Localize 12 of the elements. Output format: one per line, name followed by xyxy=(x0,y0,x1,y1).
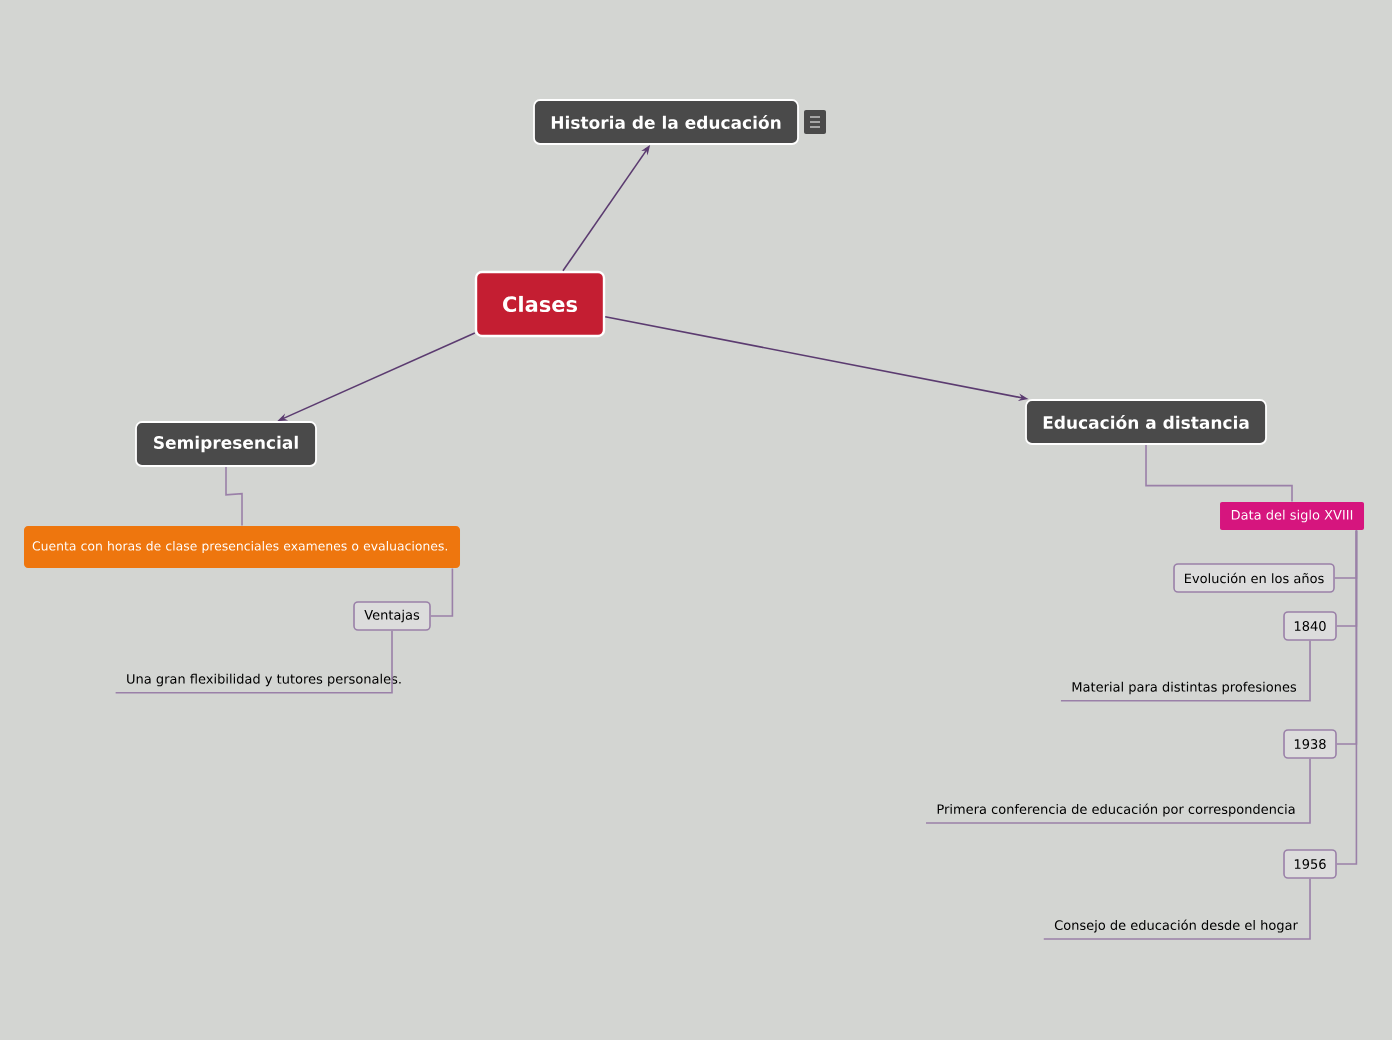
connector-line xyxy=(1145,444,1293,503)
connector-line xyxy=(1042,878,1311,940)
connector-line xyxy=(1336,529,1358,865)
connector-line xyxy=(114,630,393,694)
connector-line xyxy=(925,758,1311,824)
topic-box: Semipresencial xyxy=(135,421,317,467)
connector-line xyxy=(430,567,454,617)
connector-line xyxy=(1060,640,1311,702)
topic-box: Historia de la educación xyxy=(533,99,799,145)
connector-line xyxy=(225,466,243,527)
topic-box: Clases xyxy=(474,270,606,338)
topic-box: Educación a distancia xyxy=(1025,399,1267,445)
